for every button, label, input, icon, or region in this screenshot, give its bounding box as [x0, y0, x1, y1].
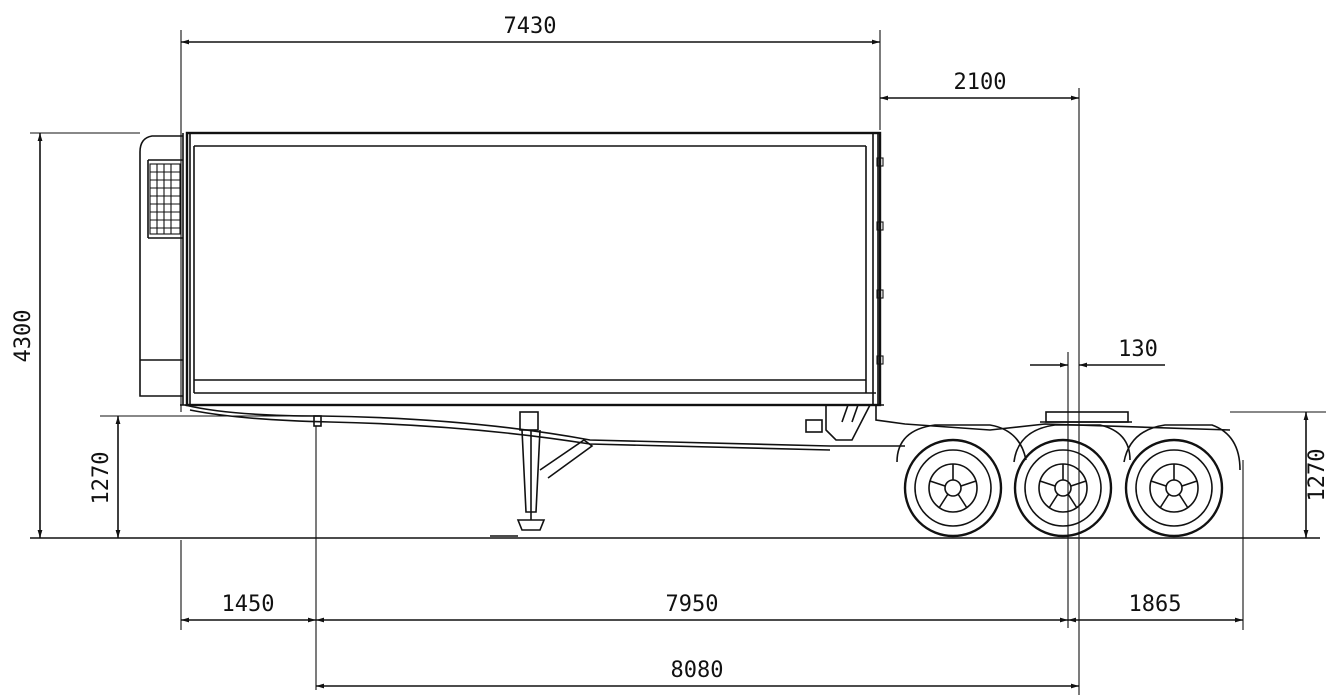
fifth-wheel-plate: [1040, 411, 1132, 423]
dim-1270-right-label: 1270: [1305, 449, 1326, 502]
wheel-1: [903, 438, 1003, 538]
trailer-body: [180, 131, 884, 407]
reefer-unit: [139, 135, 183, 397]
dim-130: 130: [1030, 337, 1165, 368]
dim-4300-label: 4300: [11, 310, 36, 363]
dim-1450-label: 1450: [222, 592, 275, 617]
dim-1270-left-label: 1270: [89, 452, 114, 505]
dim-1270-right: 1270: [1303, 412, 1326, 538]
wheel-2: [1013, 438, 1113, 538]
wheel-3: [1124, 438, 1224, 538]
dim-1450: 1450: [181, 592, 316, 623]
fenders: [896, 424, 1241, 471]
dim-8080-label: 8080: [671, 658, 724, 683]
dim-8080: 8080: [316, 658, 1079, 689]
dim-130-label: 130: [1118, 337, 1158, 362]
dim-2100: 2100: [880, 70, 1079, 101]
dim-1865-label: 1865: [1129, 592, 1182, 617]
dim-7950: 7950: [316, 592, 1068, 623]
dim-4300: 4300: [11, 133, 43, 538]
dim-7950-label: 7950: [666, 592, 719, 617]
dim-1865: 1865: [1068, 592, 1243, 623]
dim-7430: 7430: [181, 14, 880, 45]
dim-2100-label: 2100: [954, 70, 1007, 95]
landing-gear: [490, 411, 594, 537]
dim-1270-left: 1270: [89, 416, 121, 538]
extension-lines: [30, 30, 1326, 695]
dim-7430-label: 7430: [504, 14, 557, 39]
